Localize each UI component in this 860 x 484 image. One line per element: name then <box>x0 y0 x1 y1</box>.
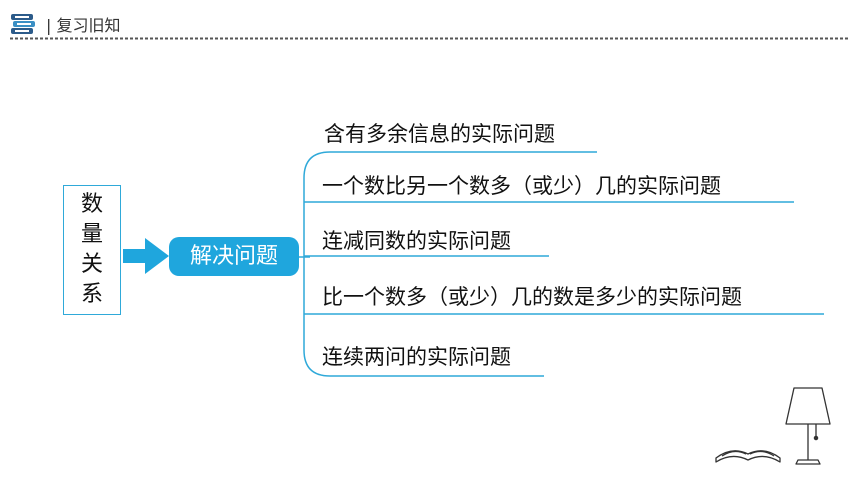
branch-item: 连续两问的实际问题 <box>322 345 511 369</box>
branch-item: 连减同数的实际问题 <box>322 229 511 253</box>
solve-problem-node: 解决问题 <box>169 237 299 276</box>
box-char: 量 <box>80 222 103 247</box>
books-icon <box>11 14 35 34</box>
arrow-right-icon <box>123 238 169 274</box>
branch-item: 比一个数多（或少）几的数是多少的实际问题 <box>322 285 742 309</box>
header-divider <box>10 37 850 40</box>
section-title: | 复习旧知 <box>46 16 121 35</box>
branch-item: 含有多余信息的实际问题 <box>324 122 555 146</box>
branch-item: 一个数比另一个数多（或少）几的实际问题 <box>322 174 721 198</box>
header-bar: | 复习旧知 <box>0 0 860 48</box>
box-char: 系 <box>80 282 103 307</box>
quantity-relation-box: 数 量 关 系 <box>63 185 121 315</box>
box-char: 数 <box>80 192 103 217</box>
lamp-and-book-illustration <box>715 387 831 465</box>
box-char: 关 <box>80 252 103 277</box>
mindmap-connector <box>299 151 824 377</box>
